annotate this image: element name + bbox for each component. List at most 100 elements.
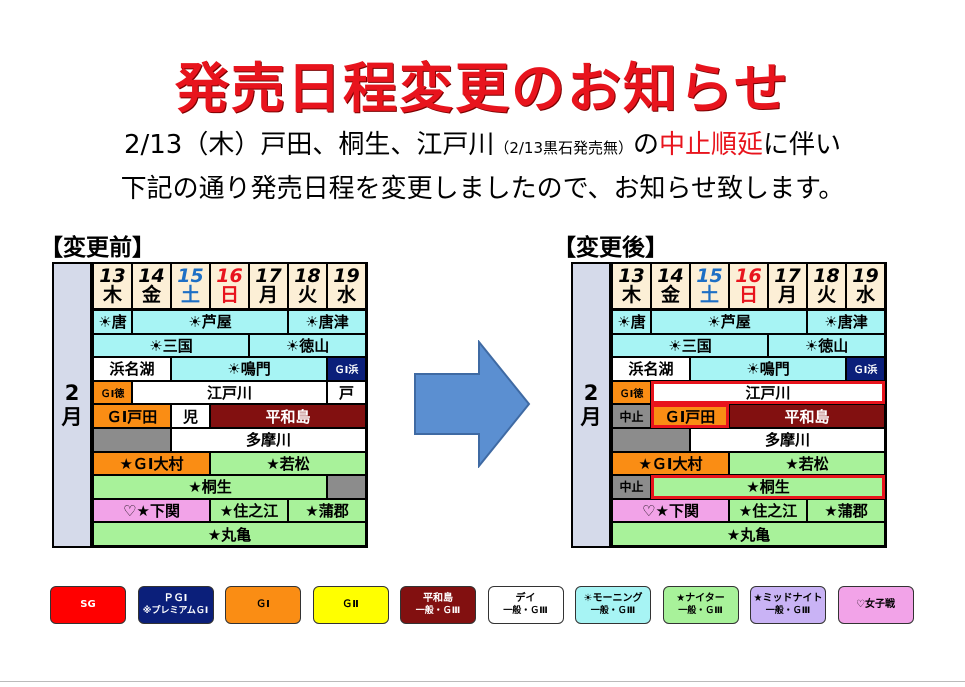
schedule-cell: ★蒲郡	[289, 499, 365, 522]
before-label: 【変更前】	[40, 235, 155, 261]
schedule-cell: ＧⅠ戸田	[651, 404, 729, 428]
legend-text: SG	[80, 598, 96, 610]
legend-item: ＧⅡ	[312, 586, 389, 624]
schedule-cell: ☀徳山	[250, 334, 365, 357]
schedule-cell: ★若松	[730, 452, 884, 475]
legend-text: ＧⅠ	[256, 598, 270, 610]
notice-venues: 2/13（木）戸田、桐生、江戸川	[123, 130, 495, 160]
notice-particle: の	[633, 130, 660, 160]
day-number: 13	[618, 265, 645, 287]
page-title: 発売日程変更のお知らせ	[175, 57, 790, 120]
schedule-cell: ♡★下関	[94, 499, 209, 522]
schedule-cell: ★ＧⅠ大村	[94, 452, 209, 475]
schedule-cell: 平和島	[211, 405, 365, 427]
day-number: 16	[216, 265, 243, 287]
schedule-cell: ☀鳴門	[172, 358, 326, 380]
schedule-cell: ★蒲郡	[808, 499, 884, 522]
schedule-cell: 多摩川	[691, 429, 884, 451]
day-of-week: 金	[141, 284, 161, 306]
schedule-cell: ★ＧⅠ大村	[613, 452, 728, 475]
legend-item: ＧⅠ	[225, 586, 301, 624]
day-number: 13	[99, 265, 126, 287]
schedule-cell: ☀三国	[613, 334, 767, 357]
schedule-cell: ★丸亀	[94, 523, 365, 545]
schedule-cell: ☀芦屋	[133, 311, 287, 333]
day-number: 15	[696, 265, 723, 287]
legend-text: ＰＧⅠ	[163, 593, 188, 605]
schedule-cell: ☀唐	[613, 311, 650, 333]
notice-line-2: 下記の通り発売日程を変更しましたので、お知らせ致します。	[120, 174, 845, 204]
schedule-cell: ☀芦屋	[652, 311, 806, 333]
day-of-week: 水	[336, 284, 356, 306]
schedule-cell: ＧⅠ徳	[613, 381, 650, 404]
day-number: 15	[177, 265, 204, 287]
legend-item: ＰＧⅠ※プレミアムＧⅠ	[137, 586, 214, 624]
day-of-week: 月	[258, 284, 278, 306]
arrow-right-icon	[414, 340, 531, 468]
day-of-week: 金	[660, 284, 680, 306]
day-of-week: 火	[297, 284, 317, 306]
day-number: 17	[255, 265, 282, 287]
day-number: 14	[657, 265, 684, 287]
day-of-week: 火	[816, 284, 836, 306]
legend-text: 一般・ＧⅢ	[590, 605, 636, 616]
day-of-week: 土	[180, 284, 200, 306]
day-number: 19	[333, 265, 360, 287]
month-char: 2	[583, 380, 599, 405]
schedule-cell: ★桐生	[94, 476, 326, 498]
schedule-cell: 浜名湖	[94, 358, 170, 380]
day-of-week: 水	[855, 284, 875, 306]
schedule-cell: ＧⅠ徳	[94, 381, 131, 404]
schedule-cell: ☀三国	[94, 334, 248, 357]
schedule-cell: ＧⅠ浜	[328, 358, 365, 380]
day-number: 16	[735, 265, 762, 287]
day-number: 17	[774, 265, 801, 287]
schedule-cell: ★住之江	[730, 499, 806, 522]
legend-text: デイ	[515, 593, 536, 605]
schedule-cell: 江戸川	[651, 380, 885, 405]
day-number: 19	[852, 265, 879, 287]
schedule-cell: 江戸川	[133, 381, 326, 404]
day-number: 14	[138, 265, 165, 287]
legend-text: ※プレミアムＧⅠ	[142, 605, 209, 616]
schedule-cell: ★若松	[211, 452, 365, 475]
schedule-cell: 中止	[613, 476, 650, 498]
legend-item: SG	[50, 586, 126, 624]
schedule-cell-empty	[94, 429, 170, 451]
legend-text: ♡女子戦	[856, 598, 895, 610]
legend-text: ★ミッドナイト	[753, 593, 823, 605]
after-label: 【変更後】	[553, 235, 668, 261]
schedule-cell: ☀唐	[94, 311, 131, 333]
notice-line-1: 2/13（木）戸田、桐生、江戸川（2/13黒石発売無）の中止順延に伴い	[0, 124, 965, 161]
legend-item: ★ナイター一般・ＧⅢ	[662, 586, 739, 624]
schedule-cell: ☀徳山	[769, 334, 884, 357]
legend-text: 平和島	[423, 593, 453, 605]
schedule-cell: ★桐生	[651, 475, 885, 499]
schedule-cell: 戸	[328, 381, 365, 404]
legend-text: ★ナイター	[676, 593, 725, 605]
legend-text: 一般・ＧⅢ	[503, 605, 548, 616]
divider	[0, 681, 965, 682]
legend-item: デイ一般・ＧⅢ	[487, 586, 564, 624]
day-of-week: 木	[102, 284, 122, 306]
notice-postponed: 中止順延	[659, 130, 764, 160]
schedule-cell-empty	[613, 429, 689, 451]
day-of-week: 日	[738, 284, 758, 306]
schedule-cell: ☀鳴門	[691, 358, 845, 380]
month-char: 月	[580, 405, 602, 429]
notice-suffix: に伴い	[763, 130, 842, 160]
legend-text: 一般・ＧⅢ	[765, 605, 811, 616]
schedule-cell: 平和島	[730, 405, 884, 427]
